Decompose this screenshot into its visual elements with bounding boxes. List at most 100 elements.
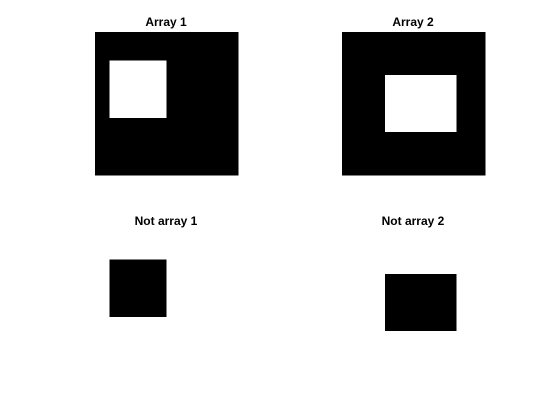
cell-on [95, 273, 110, 289]
cell-on [342, 259, 357, 275]
cell-on [95, 359, 110, 375]
cell-off [370, 74, 386, 90]
cell-on [413, 331, 429, 346]
cell-on [442, 359, 457, 375]
cell-off [209, 74, 225, 90]
cell-on [470, 273, 486, 289]
cell-on [152, 74, 167, 90]
cell-on [413, 231, 429, 246]
cell-off [209, 117, 225, 133]
cell-off [95, 60, 110, 76]
cell-on [123, 359, 139, 375]
cell-on [223, 231, 239, 246]
cell-on [223, 273, 239, 289]
cell-on [195, 359, 210, 375]
cell-on [180, 345, 196, 361]
cell-off [123, 273, 139, 289]
cell-on [456, 245, 472, 260]
cell-off [470, 132, 486, 147]
cell-off [166, 32, 182, 47]
cell-off [166, 89, 182, 104]
cell-on [470, 245, 486, 260]
cell-off [356, 132, 371, 147]
cell-on [442, 345, 457, 361]
cell-on [137, 245, 153, 260]
cell-off [123, 46, 139, 61]
cell-off [152, 160, 167, 176]
cell-off [384, 60, 400, 76]
image-grid [95, 231, 239, 375]
cell-off [470, 89, 486, 104]
cell-off [95, 117, 110, 133]
cell-off [123, 160, 139, 176]
cell-on [399, 231, 414, 246]
cell-on [399, 117, 414, 133]
cell-off [384, 132, 400, 147]
cell-off [442, 160, 457, 176]
cell-off [137, 46, 153, 61]
cell-off [95, 74, 110, 90]
cell-off [180, 60, 196, 76]
cell-on [109, 331, 124, 346]
cell-off [152, 302, 167, 318]
cell-off [123, 259, 139, 275]
cell-off [123, 146, 139, 162]
cell-on [456, 288, 472, 303]
cell-on [399, 103, 414, 119]
cell-on [413, 117, 429, 133]
cell-off [180, 103, 196, 119]
cell-off [223, 74, 239, 90]
cell-on [195, 345, 210, 361]
cell-on [95, 231, 110, 246]
cell-off [137, 259, 153, 275]
panel-array-1: Array 1 [95, 15, 239, 176]
cell-on [137, 331, 153, 346]
cell-on [442, 331, 457, 346]
cell-off [384, 288, 400, 303]
cell-off [370, 60, 386, 76]
cell-on [195, 273, 210, 289]
cell-off [209, 132, 225, 147]
cell-off [137, 302, 153, 318]
cell-on [195, 231, 210, 246]
cell-on [356, 331, 371, 346]
cell-off [195, 46, 210, 61]
cell-off [137, 117, 153, 133]
cell-off [195, 103, 210, 119]
cell-off [180, 146, 196, 162]
cell-on [209, 288, 225, 303]
panel-title: Array 2 [392, 15, 434, 29]
cell-off [456, 160, 472, 176]
cell-off [384, 160, 400, 176]
cell-off [442, 316, 457, 332]
cell-off [399, 302, 414, 318]
cell-off [413, 46, 429, 61]
cell-on [109, 345, 124, 361]
cell-off [442, 146, 457, 162]
cell-on [399, 89, 414, 104]
cell-off [95, 89, 110, 104]
cell-on [413, 345, 429, 361]
cell-on [223, 331, 239, 346]
cell-on [427, 74, 443, 90]
cell-off [442, 132, 457, 147]
cell-off [399, 273, 414, 289]
cell-on [442, 89, 457, 104]
cell-off [123, 302, 139, 318]
cell-on [370, 316, 386, 332]
cell-on [456, 231, 472, 246]
cell-off [356, 89, 371, 104]
cell-off [342, 46, 357, 61]
cell-off [166, 46, 182, 61]
cell-on [442, 259, 457, 275]
cell-off [123, 117, 139, 133]
cell-on [370, 302, 386, 318]
cell-off [384, 302, 400, 318]
cell-off [195, 89, 210, 104]
cell-on [95, 245, 110, 260]
cell-off [342, 60, 357, 76]
cell-on [137, 60, 153, 76]
cell-off [223, 46, 239, 61]
cell-off [137, 146, 153, 162]
